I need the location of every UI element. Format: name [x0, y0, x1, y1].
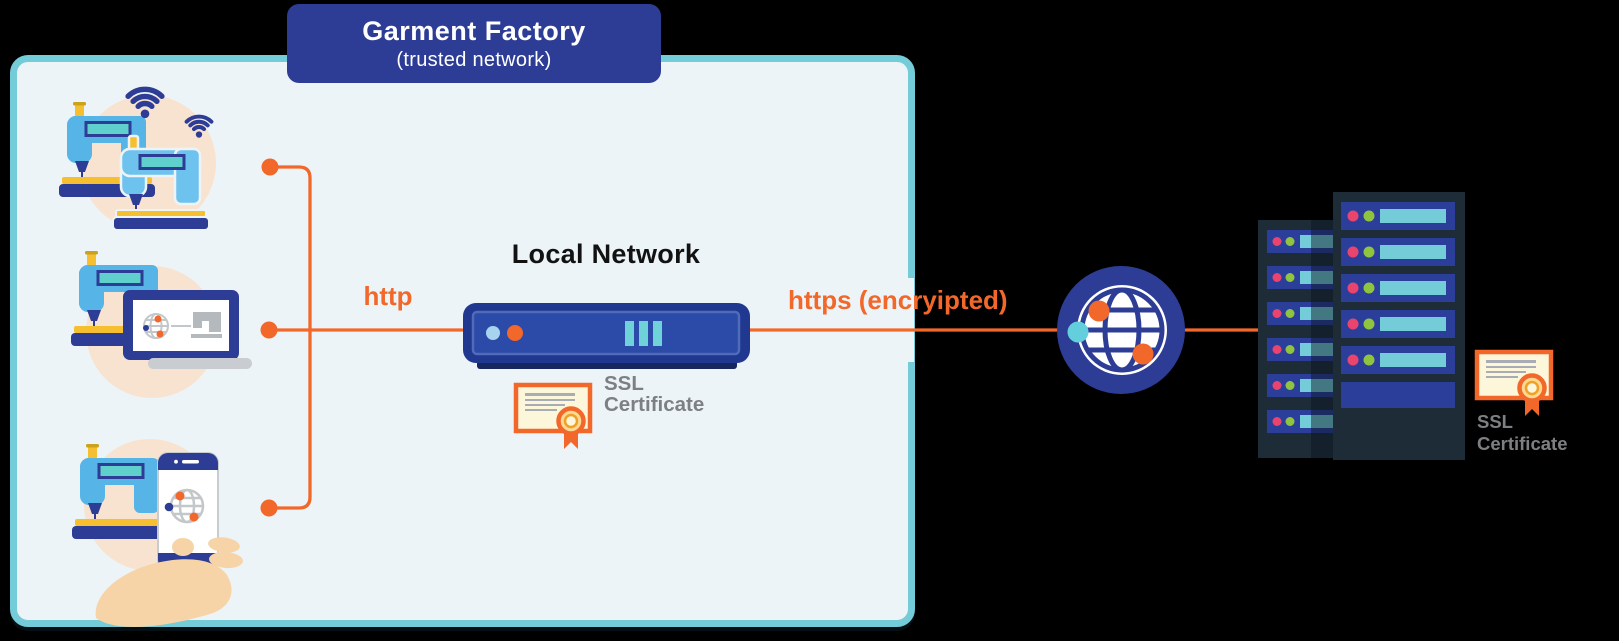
diagram-title: Garment Factory: [362, 15, 586, 46]
trusted-network-box: [10, 55, 915, 627]
internet-globe-icon: [1057, 266, 1185, 394]
ssl-label-line1: SSL: [1477, 411, 1513, 432]
ssl-label-line2: Certificate: [604, 393, 705, 416]
diagram-subtitle: (trusted network): [396, 48, 552, 71]
ssl-certificate-icon-remote: [1477, 352, 1551, 416]
server-rack-icon: [1258, 192, 1465, 460]
ssl-label-line1: SSL: [604, 372, 644, 395]
ssl-certificate-label-local: SSL Certificate: [604, 373, 704, 415]
http-label: http: [363, 281, 413, 311]
https-label: https (encryipted): [788, 285, 1008, 315]
ssl-label-line2: Certificate: [1477, 433, 1568, 454]
title-box: Garment Factory (trusted network): [287, 4, 661, 83]
rack-back-units: [1267, 230, 1333, 433]
local-network-label: Local Network: [511, 239, 701, 269]
rack-front-units: [1341, 202, 1455, 408]
ssl-certificate-label-remote: SSL Certificate: [1477, 411, 1567, 455]
border-gap: [899, 278, 914, 362]
